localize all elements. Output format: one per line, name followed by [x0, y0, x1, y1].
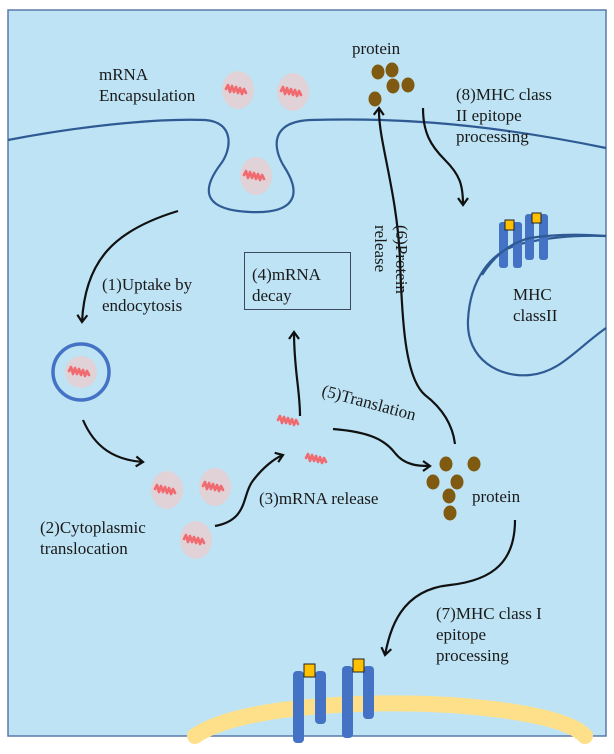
label-step8-mhc2-processing: (8)MHC class II epitope processing [456, 85, 552, 146]
epitope [531, 212, 542, 224]
label-step6-protein-release: (6)Protein release [371, 225, 411, 294]
arrow-protein-release [372, 106, 457, 445]
lnp-particle [151, 471, 183, 509]
arrow-mhc1-processing [380, 519, 517, 657]
protein-cluster-cytoplasm [426, 456, 481, 521]
er-membrane [187, 695, 593, 744]
lnp-particle [199, 468, 231, 506]
mhc-class-ii-molecule [499, 212, 548, 268]
endocytic-vesicle [51, 342, 111, 402]
label-step1-uptake: (1)Uptake by endocytosis [102, 275, 193, 315]
label-protein-cytoplasm: protein [472, 487, 521, 506]
epitope [504, 219, 515, 231]
arrow-decay [288, 330, 302, 417]
arrow-mhc2-processing [421, 107, 469, 207]
label-step3-mrna-release: (3)mRNA release [259, 489, 379, 508]
label-step2-translocation: (2)Cytoplasmic translocation [40, 518, 146, 558]
epitope [303, 663, 316, 678]
lnp-particle [240, 157, 272, 195]
decay-box [244, 252, 351, 310]
protein-cluster-extracellular [368, 62, 415, 107]
label-mrna-encapsulation: mRNA Encapsulation [99, 65, 196, 105]
lnp-particle [222, 71, 254, 109]
arrow-mrna-release [214, 451, 285, 528]
mhc-class-i-molecule [293, 658, 374, 743]
arrow-uptake [76, 209, 179, 324]
label-mhc-class-ii: MHC classII [513, 285, 558, 325]
lnp-particle [180, 521, 212, 559]
label-protein-extracellular: protein [352, 39, 401, 58]
label-step7-mhc1-processing: (7)MHC class I epitope processing [436, 604, 542, 665]
lnp-particle [277, 73, 309, 111]
label-step4-decay: (4)mRNA decay [252, 265, 321, 305]
arrow-translocation [81, 419, 145, 468]
arrow-translation [332, 427, 432, 472]
cell-membrane [7, 118, 607, 214]
epitope [352, 658, 365, 673]
